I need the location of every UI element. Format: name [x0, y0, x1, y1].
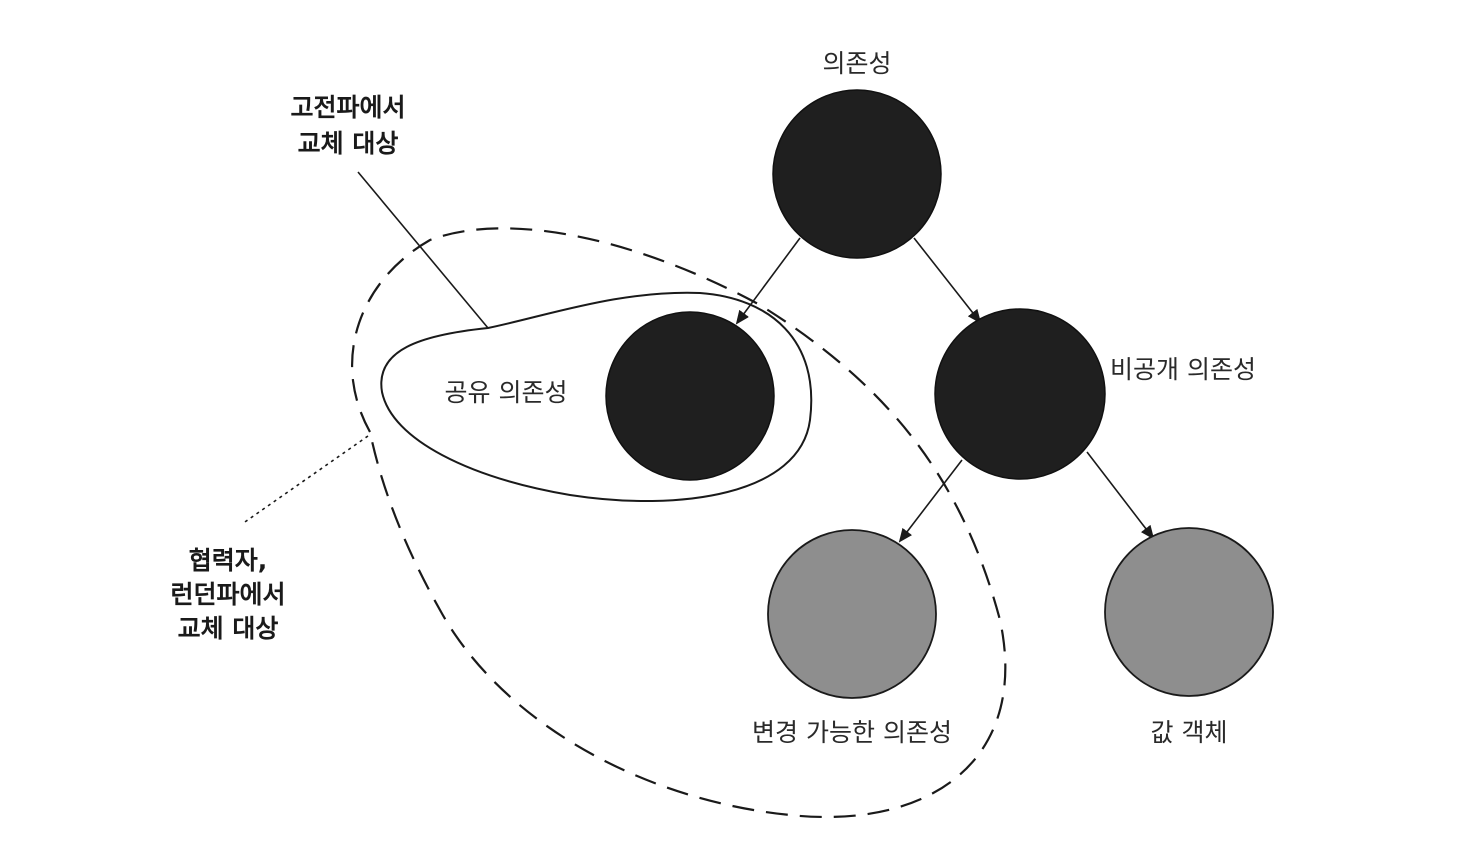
label-shared-dependency: 공유 의존성 [445, 378, 568, 407]
classical-boundary [380, 291, 813, 503]
node-dependency [772, 89, 942, 259]
node-shared-dependency [605, 311, 775, 481]
london-boundary [350, 227, 1007, 819]
callout-london-line-1: 협력자, [189, 546, 268, 575]
callout-london-line-3: 교체 대상 [178, 614, 279, 643]
node-private-dependency [934, 308, 1106, 480]
london-callout-line [241, 435, 369, 525]
node-mutable-dependency [767, 529, 937, 699]
callout-classical-line-2: 교체 대상 [298, 129, 399, 158]
label-mutable-dependency: 변경 가능한 의존성 [752, 718, 952, 747]
edge-dependency-to-shared [735, 237, 801, 325]
node-value-object [1104, 527, 1274, 697]
label-value-object: 값 객체 [1151, 718, 1228, 747]
edge-private-to-mutable [898, 459, 963, 543]
edge-private-to-value [1086, 451, 1155, 540]
classical-callout-line [357, 171, 489, 329]
label-private-dependency: 비공개 의존성 [1110, 355, 1256, 384]
label-dependency: 의존성 [822, 49, 891, 78]
edge-dependency-to-private [913, 237, 982, 324]
callout-london-line-2: 런던파에서 [170, 580, 285, 609]
callout-classical-line-1: 고전파에서 [290, 93, 405, 122]
